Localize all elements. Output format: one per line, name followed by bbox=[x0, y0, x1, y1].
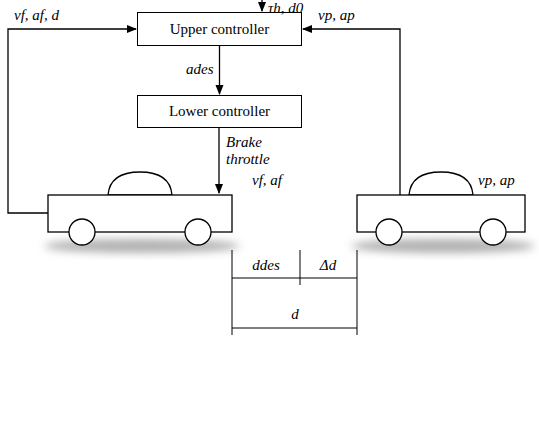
box-label: Lower controller bbox=[169, 103, 270, 120]
actuator-arrow bbox=[218, 128, 219, 193]
feedback-line bbox=[8, 29, 136, 213]
dimension-label: d bbox=[291, 306, 299, 323]
signal-label: vp, ap bbox=[318, 7, 355, 24]
car-shadow bbox=[351, 239, 535, 253]
feedback-line bbox=[303, 29, 400, 195]
input-arrow bbox=[261, 0, 262, 11]
signal-label: vf, af bbox=[252, 172, 282, 189]
signal-arrow bbox=[219, 46, 220, 94]
process-box: Lower controller bbox=[137, 95, 302, 128]
dimension-label: Δd bbox=[320, 257, 336, 274]
dimension-lines bbox=[232, 250, 357, 335]
signal-label: ades bbox=[186, 61, 214, 78]
actuator-label: Brake throttle bbox=[226, 134, 288, 169]
signal-label: τh, d0 bbox=[268, 0, 303, 17]
signal-label: vp, ap bbox=[478, 172, 515, 189]
preceding-car bbox=[357, 172, 525, 245]
box-label: Upper controller bbox=[170, 21, 270, 38]
process-box: Upper controller bbox=[137, 12, 302, 46]
following-car bbox=[48, 172, 232, 245]
signal-label: vf, af, d bbox=[14, 7, 59, 24]
dimension-label: ddes bbox=[252, 257, 280, 274]
